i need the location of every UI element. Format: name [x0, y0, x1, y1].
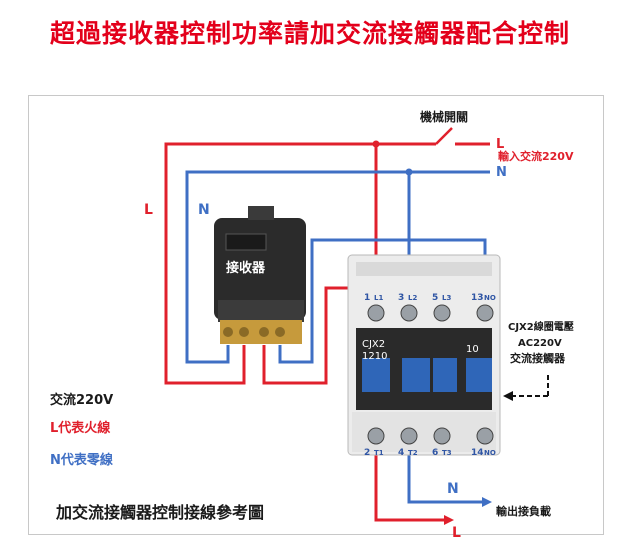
output-arrow-live — [444, 515, 454, 525]
term-top-5-sub: L3 — [442, 294, 451, 302]
term-bottom-2: 2 — [364, 448, 370, 458]
neutral-output-wire — [407, 455, 484, 504]
term-bottom-14: 14 — [471, 448, 484, 458]
contactor-top-screws — [367, 304, 494, 322]
live-junction — [372, 140, 380, 148]
diagram-frame — [28, 95, 604, 535]
term-top-13: 13 — [471, 293, 484, 303]
live-output-wire — [374, 455, 446, 522]
N-bottom-label: N — [447, 481, 459, 497]
legend-L-label: L代表火線 — [50, 420, 111, 436]
contactor-blue-window-1 — [362, 358, 390, 392]
live-receiver-wire — [164, 142, 436, 385]
term-top-3: 3 — [398, 293, 404, 303]
receiver-display — [225, 233, 267, 251]
switch-blade — [435, 127, 453, 145]
term-top-3-sub: L2 — [408, 294, 417, 302]
neutral-junction — [405, 168, 413, 176]
receiver-label: 接收器 — [226, 260, 266, 276]
contactor-name-label: 交流接觸器 — [510, 351, 566, 365]
legend-ac-label: 交流220V — [50, 392, 113, 408]
page-title: 超過接收器控制功率請加交流接觸器配合控制 — [49, 19, 570, 48]
term-bottom-4-sub: T2 — [408, 449, 418, 457]
input-label: 輸入交流220V — [498, 149, 574, 163]
term-top-5: 5 — [432, 293, 438, 303]
legend-N-label: N代表零線 — [50, 452, 114, 468]
term-bottom-2-sub: T1 — [374, 449, 384, 457]
term-top-13-sub: NO — [484, 294, 496, 302]
contactor — [347, 254, 501, 456]
contactor-blue-window-2 — [402, 358, 430, 392]
output-arrow-neutral — [482, 497, 492, 507]
term-bottom-14-sub: NO — [484, 449, 496, 457]
neutral-coil-wire — [278, 238, 487, 364]
N-top-label: N — [496, 165, 507, 180]
L-left-label: L — [144, 202, 153, 218]
coil-voltage-label: CJX2線圈電壓 — [508, 320, 574, 333]
contactor-blue-window-4 — [466, 358, 492, 392]
top-terminal-labels: 1 L1 3 L2 5 L3 13 NO — [364, 293, 496, 303]
neutral-receiver-wire — [185, 170, 490, 364]
live-coil-wire — [262, 286, 370, 385]
contactor-model-label: CJX2 — [362, 339, 385, 350]
bottom-terminal-labels: 2 T1 4 T2 6 T3 14 NO — [364, 448, 496, 458]
ac220-label: AC220V — [518, 338, 562, 349]
contactor-rating-label: 1210 — [362, 351, 387, 362]
term-bottom-6-sub: T3 — [442, 449, 452, 457]
pointer-arrowhead — [503, 391, 513, 401]
L-top-label: L — [496, 137, 504, 152]
receiver-terminals — [223, 327, 285, 337]
term-top-1: 1 — [364, 293, 370, 303]
L-bottom-label: L — [452, 525, 461, 541]
contactor-bottom-screws — [367, 427, 494, 445]
contactor-blue-window-3 — [433, 358, 457, 392]
receiver-module — [214, 206, 306, 344]
contactor-right-label: 10 — [466, 344, 479, 355]
term-bottom-4: 4 — [398, 448, 404, 458]
term-top-1-sub: L1 — [374, 294, 383, 302]
N-left-label: N — [198, 202, 210, 218]
mech-switch-label: 機械開關 — [420, 109, 468, 124]
term-bottom-6: 6 — [432, 448, 438, 458]
output-label: 輸出接負載 — [496, 504, 551, 518]
caption-label: 加交流接觸器控制接線參考圖 — [55, 503, 264, 522]
antenna-cap — [248, 206, 274, 220]
